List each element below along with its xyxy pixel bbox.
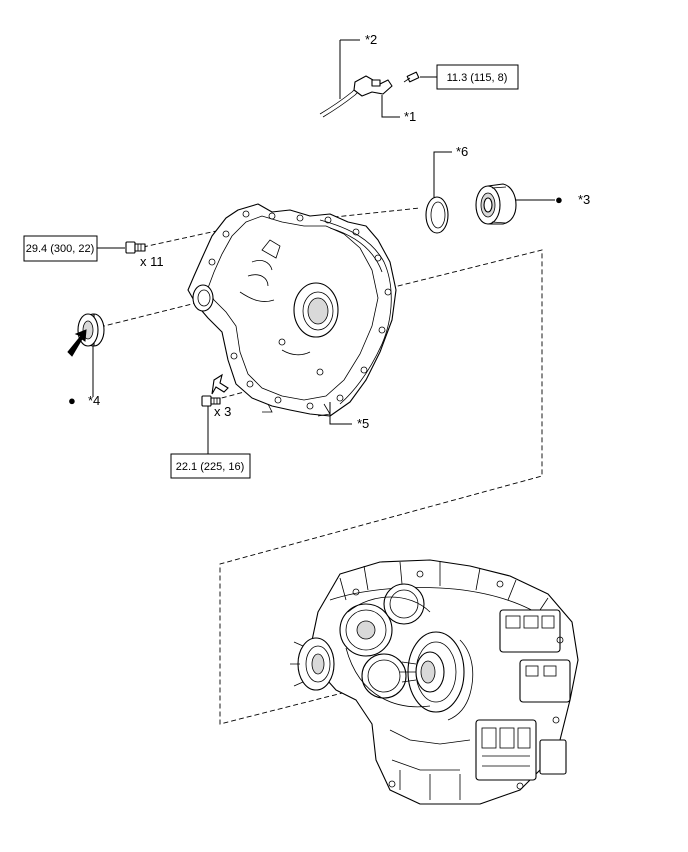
install-direction-arrow-icon bbox=[67, 329, 87, 357]
oil-seal-6 bbox=[425, 196, 449, 234]
bearing-3 bbox=[475, 183, 517, 225]
bullet-4: ● bbox=[68, 393, 76, 408]
transaxle-assembly bbox=[290, 559, 579, 805]
callout-6-leader bbox=[433, 151, 452, 198]
bullet-3: ● bbox=[555, 192, 563, 207]
housing-bolt-qty: x 11 bbox=[140, 254, 164, 269]
sensor-bolt-icon bbox=[403, 71, 420, 83]
lower-bolt-qty: x 3 bbox=[214, 404, 231, 419]
torque-spec-lower: 22.1 (225, 16) bbox=[176, 461, 245, 473]
callout-3: *3 bbox=[578, 192, 590, 207]
transaxle-housing-5 bbox=[187, 203, 397, 417]
housing-bolt-icon bbox=[125, 241, 146, 254]
lower-bolt-icon bbox=[201, 395, 221, 407]
callout-2-leader bbox=[339, 39, 360, 99]
torque-spec-sensor: 11.3 (115, 8) bbox=[447, 72, 508, 84]
callout-4: *4 bbox=[88, 393, 100, 408]
torque-spec-box-sensor bbox=[436, 64, 519, 90]
callout-1: *1 bbox=[404, 109, 416, 124]
torque-spec-box-lower bbox=[170, 453, 251, 479]
bolt-install-arrow-icon bbox=[211, 373, 229, 395]
callout-5: *5 bbox=[357, 416, 369, 431]
oil-seal-4 bbox=[77, 313, 105, 347]
callout-5-leader bbox=[329, 402, 352, 425]
torque-spec-housing: 29.4 (300, 22) bbox=[26, 243, 95, 255]
assembly-guide-dashed-line bbox=[219, 249, 543, 725]
callout-1-leader bbox=[381, 95, 400, 118]
callout-6: *6 bbox=[456, 144, 468, 159]
seal-4-guide-line bbox=[99, 301, 201, 328]
sensor-assembly bbox=[319, 71, 420, 118]
torque-spec-box-housing bbox=[23, 235, 98, 262]
callout-2: *2 bbox=[365, 32, 377, 47]
